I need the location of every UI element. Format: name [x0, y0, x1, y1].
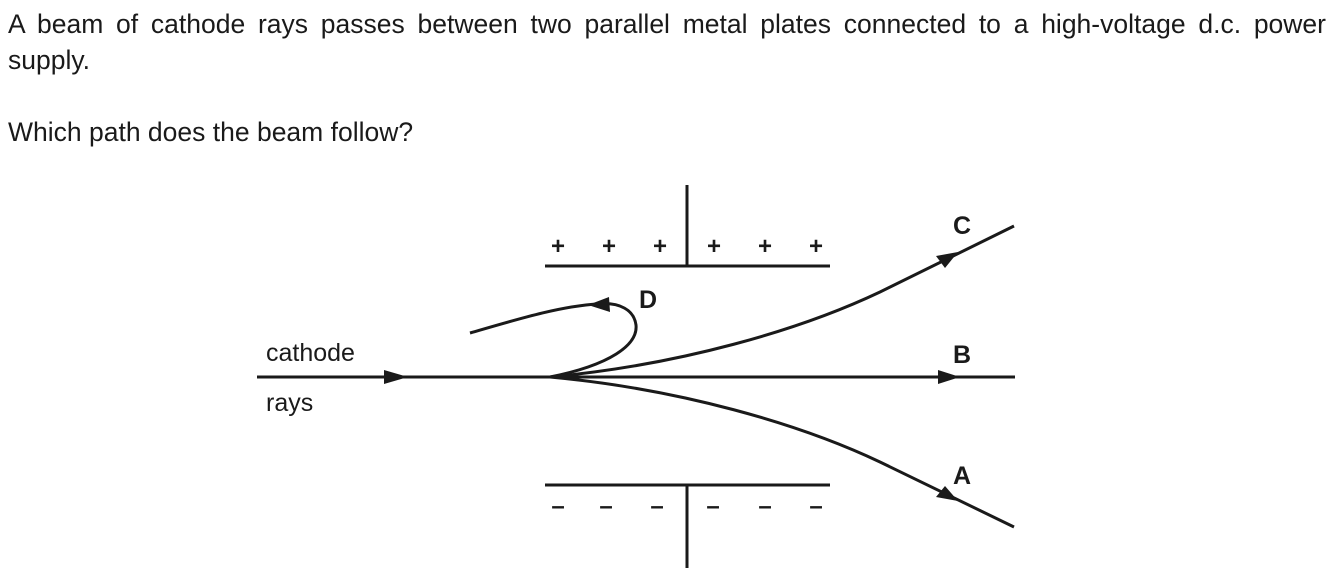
plus-sign: + — [809, 233, 823, 260]
positive-plate: + + + + + + — [545, 185, 830, 268]
incoming-beam: cathode rays — [257, 339, 550, 417]
plus-sign: + — [707, 233, 721, 260]
path-c: C — [549, 212, 1015, 379]
minus-sign: – — [758, 493, 771, 520]
path-b: B — [550, 341, 1015, 384]
minus-sign: – — [809, 493, 822, 520]
plus-sign: + — [653, 233, 667, 260]
path-b-arrow-icon — [938, 370, 960, 384]
plus-sign: + — [551, 233, 565, 260]
beam-label-cathode: cathode — [266, 339, 355, 367]
path-a-line — [549, 375, 1015, 529]
question-prompt: Which path does the beam follow? — [8, 117, 414, 147]
plus-sign: + — [602, 233, 616, 260]
path-d-arrow-icon — [588, 297, 610, 312]
beam-label-rays: rays — [266, 389, 313, 417]
path-c-arrow-icon — [936, 252, 958, 268]
question-text: A beam of cathode rays passes between tw… — [8, 6, 1326, 150]
path-a-label: A — [953, 462, 971, 490]
path-d-line — [469, 302, 638, 379]
path-d: D — [469, 286, 657, 379]
minus-sign: – — [706, 493, 719, 520]
question-stem: A beam of cathode rays passes between tw… — [8, 9, 1326, 75]
path-b-label: B — [953, 341, 971, 369]
path-a-arrow-icon — [936, 486, 958, 501]
minus-sign: – — [650, 493, 663, 520]
minus-sign: – — [599, 493, 612, 520]
path-c-line — [549, 224, 1015, 379]
path-c-label: C — [953, 212, 971, 240]
path-d-label: D — [639, 286, 657, 314]
plus-sign: + — [758, 233, 772, 260]
path-a: A — [549, 375, 1015, 529]
minus-sign: – — [551, 493, 564, 520]
incoming-beam-arrow-icon — [384, 370, 408, 384]
negative-plate: – – – – – – — [545, 483, 830, 568]
